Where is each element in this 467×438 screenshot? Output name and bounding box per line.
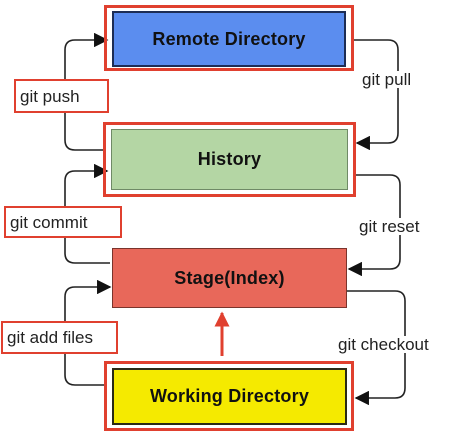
remote-highlight	[104, 5, 354, 71]
history-node: History	[111, 129, 348, 190]
remote-directory-node: Remote Directory	[112, 11, 346, 67]
working-directory-label: Working Directory	[149, 386, 310, 406]
stage-index-node: Stage(Index)	[112, 248, 347, 308]
working-directory-node: Working Directory	[112, 368, 347, 425]
git-pull-label: git pull	[360, 70, 414, 89]
git-push-label: git push	[14, 79, 109, 113]
git-reset-label: git reset	[357, 217, 422, 236]
remote-directory-label: Remote Directory	[152, 28, 306, 49]
git-add-files-label: git add files	[1, 321, 118, 354]
edge-git-pull	[352, 39, 399, 151]
git-commit-label: git commit	[4, 206, 122, 238]
git-checkout-label: git checkout	[336, 335, 431, 354]
stage-index-label: Stage(Index)	[174, 267, 285, 288]
working-highlight	[104, 361, 354, 431]
history-label: History	[197, 149, 262, 169]
history-highlight	[103, 122, 356, 197]
